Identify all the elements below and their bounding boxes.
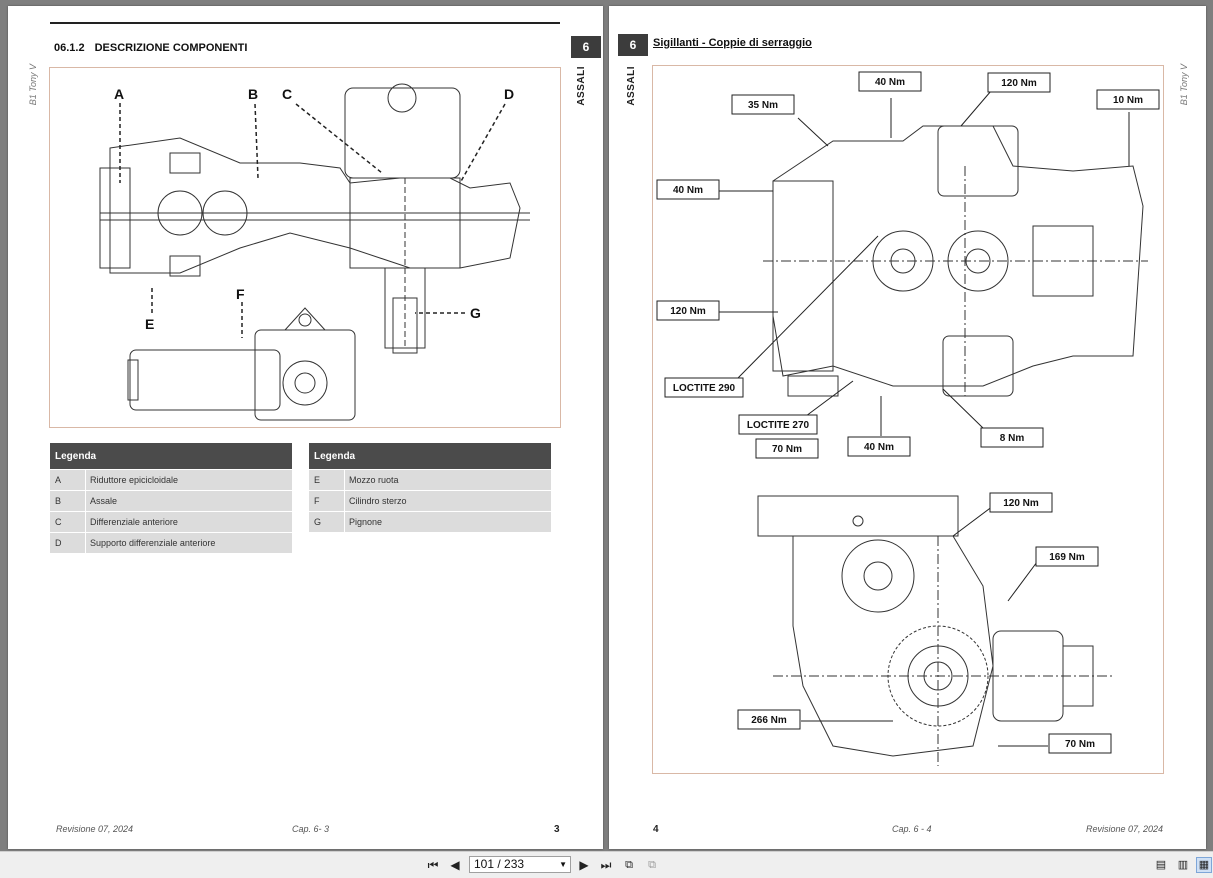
side-brand: B1 Tony V — [28, 64, 38, 106]
axle-components-figure: A B C D E F G — [49, 67, 561, 428]
legend-row: E Mozzo ruota — [309, 469, 551, 490]
page-indicator-text: 101 / 233 — [474, 857, 525, 871]
torque-label-120nm-left: 120 Nm — [670, 306, 706, 317]
legend-row: F Cilindro sterzo — [309, 490, 551, 511]
chapter-label: ASSALI — [576, 66, 587, 106]
left-page: B1 Tony V 06.1.2 DESCRIZIONE COMPONENTI 6… — [8, 6, 603, 849]
legend-key: E — [309, 470, 345, 490]
two-page-view-icon[interactable]: ▦ — [1196, 857, 1212, 873]
legend-key: D — [50, 533, 86, 553]
axle-drawing: A B C D E F G — [99, 83, 530, 421]
legend-row: C Differenziale anteriore — [50, 511, 292, 532]
page-number-input[interactable]: 101 / 233 ▼ — [469, 856, 571, 873]
first-page-icon[interactable]: ⏮ — [427, 858, 439, 872]
viewer-toolbar: ⏮ ◀ 101 / 233 ▼ ▶ ⏭ ⧉ ⧉ ▤ ▥ ▦ — [0, 851, 1213, 878]
figure-label-c: C — [282, 86, 292, 102]
page-number: 3 — [554, 824, 560, 835]
next-page-icon[interactable]: ▶ — [579, 858, 589, 872]
legend-row: B Assale — [50, 490, 292, 511]
footer-chapter: Cap. 6- 3 — [292, 824, 330, 834]
legend-value: Supporto differenziale anteriore — [90, 538, 216, 548]
torque-label-70nm-mid: 70 Nm — [772, 444, 802, 455]
torque-label-35nm: 35 Nm — [748, 100, 778, 111]
top-rule — [50, 22, 560, 24]
section-title: Sigillanti - Coppie di serraggio — [653, 37, 812, 49]
previous-page-icon[interactable]: ◀ — [450, 858, 460, 872]
last-page-icon[interactable]: ⏭ — [600, 858, 612, 872]
legend-value: Pignone — [349, 517, 383, 527]
continuous-view-icon[interactable]: ▥ — [1177, 859, 1189, 871]
section-title-text: DESCRIZIONE COMPONENTI — [94, 42, 248, 54]
legend-value: Cilindro sterzo — [349, 496, 407, 506]
page-number: 4 — [653, 824, 659, 835]
torque-label-120nm-top: 120 Nm — [1001, 78, 1037, 89]
legend-title: Legenda — [50, 443, 292, 469]
legend-key: B — [50, 491, 86, 511]
legend-row: G Pignone — [309, 511, 551, 532]
legend-title: Legenda — [309, 443, 551, 469]
figure-label-g: G — [470, 305, 481, 321]
legend-value: Riduttore epicicloidale — [90, 475, 179, 485]
legend-row: A Riduttore epicicloidale — [50, 469, 292, 490]
single-page-view-icon[interactable]: ▤ — [1155, 859, 1167, 871]
torque-label-169nm: 169 Nm — [1049, 552, 1085, 563]
section-number: 06.1.2 — [54, 42, 85, 54]
torque-label-40nm-top: 40 Nm — [875, 77, 905, 88]
torque-label-266nm: 266 Nm — [751, 715, 787, 726]
chapter-label: ASSALI — [626, 66, 637, 106]
right-page: 6 ASSALI Sigillanti - Coppie di serraggi… — [609, 6, 1206, 849]
legend-value: Assale — [90, 496, 118, 506]
torque-label-loctite-290: LOCTITE 290 — [673, 383, 736, 394]
torque-label-10nm: 10 Nm — [1113, 95, 1143, 106]
figure-label-b: B — [248, 86, 258, 102]
legend-row: D Supporto differenziale anteriore — [50, 532, 292, 553]
footer-chapter: Cap. 6 - 4 — [892, 824, 932, 834]
footer-revision: Revisione 07, 2024 — [56, 824, 134, 834]
legend-key: A — [50, 470, 86, 490]
dropdown-caret-icon: ▼ — [559, 860, 567, 869]
torque-label-8nm: 8 Nm — [1000, 433, 1025, 444]
section-title: 06.1.2 DESCRIZIONE COMPONENTI — [54, 42, 247, 54]
figure-label-d: D — [504, 86, 514, 102]
torque-figure: 40 Nm 120 Nm 35 Nm 10 Nm 40 Nm 120 Nm LO… — [652, 65, 1164, 774]
chapter-number-box: 6 — [618, 34, 648, 56]
figure-label-a: A — [114, 86, 124, 102]
torque-label-120nm-lower: 120 Nm — [1003, 498, 1039, 509]
legend-key: G — [309, 512, 345, 532]
legend-value: Mozzo ruota — [349, 475, 399, 485]
torque-drawing: 40 Nm 120 Nm 35 Nm 10 Nm 40 Nm 120 Nm LO… — [656, 71, 1160, 766]
torque-label-70nm-lower: 70 Nm — [1065, 739, 1095, 750]
torque-label-loctite-270: LOCTITE 270 — [747, 420, 810, 431]
duplicate-page-icon[interactable]: ⧉ — [648, 859, 656, 871]
side-brand: B1 Tony V — [1179, 64, 1189, 106]
figure-label-e: E — [145, 316, 154, 332]
legend-table-left: Legenda A Riduttore epicicloidale B Assale… — [50, 443, 292, 553]
chapter-number-box: 6 — [571, 36, 601, 58]
copy-page-icon[interactable]: ⧉ — [625, 859, 633, 871]
legend-value: Differenziale anteriore — [90, 517, 178, 527]
footer-revision: Revisione 07, 2024 — [1086, 824, 1164, 834]
torque-label-40nm-bottom: 40 Nm — [864, 442, 894, 453]
torque-label-40nm-left: 40 Nm — [673, 185, 703, 196]
legend-key: C — [50, 512, 86, 532]
figure-label-f: F — [236, 286, 245, 302]
legend-key: F — [309, 491, 345, 511]
